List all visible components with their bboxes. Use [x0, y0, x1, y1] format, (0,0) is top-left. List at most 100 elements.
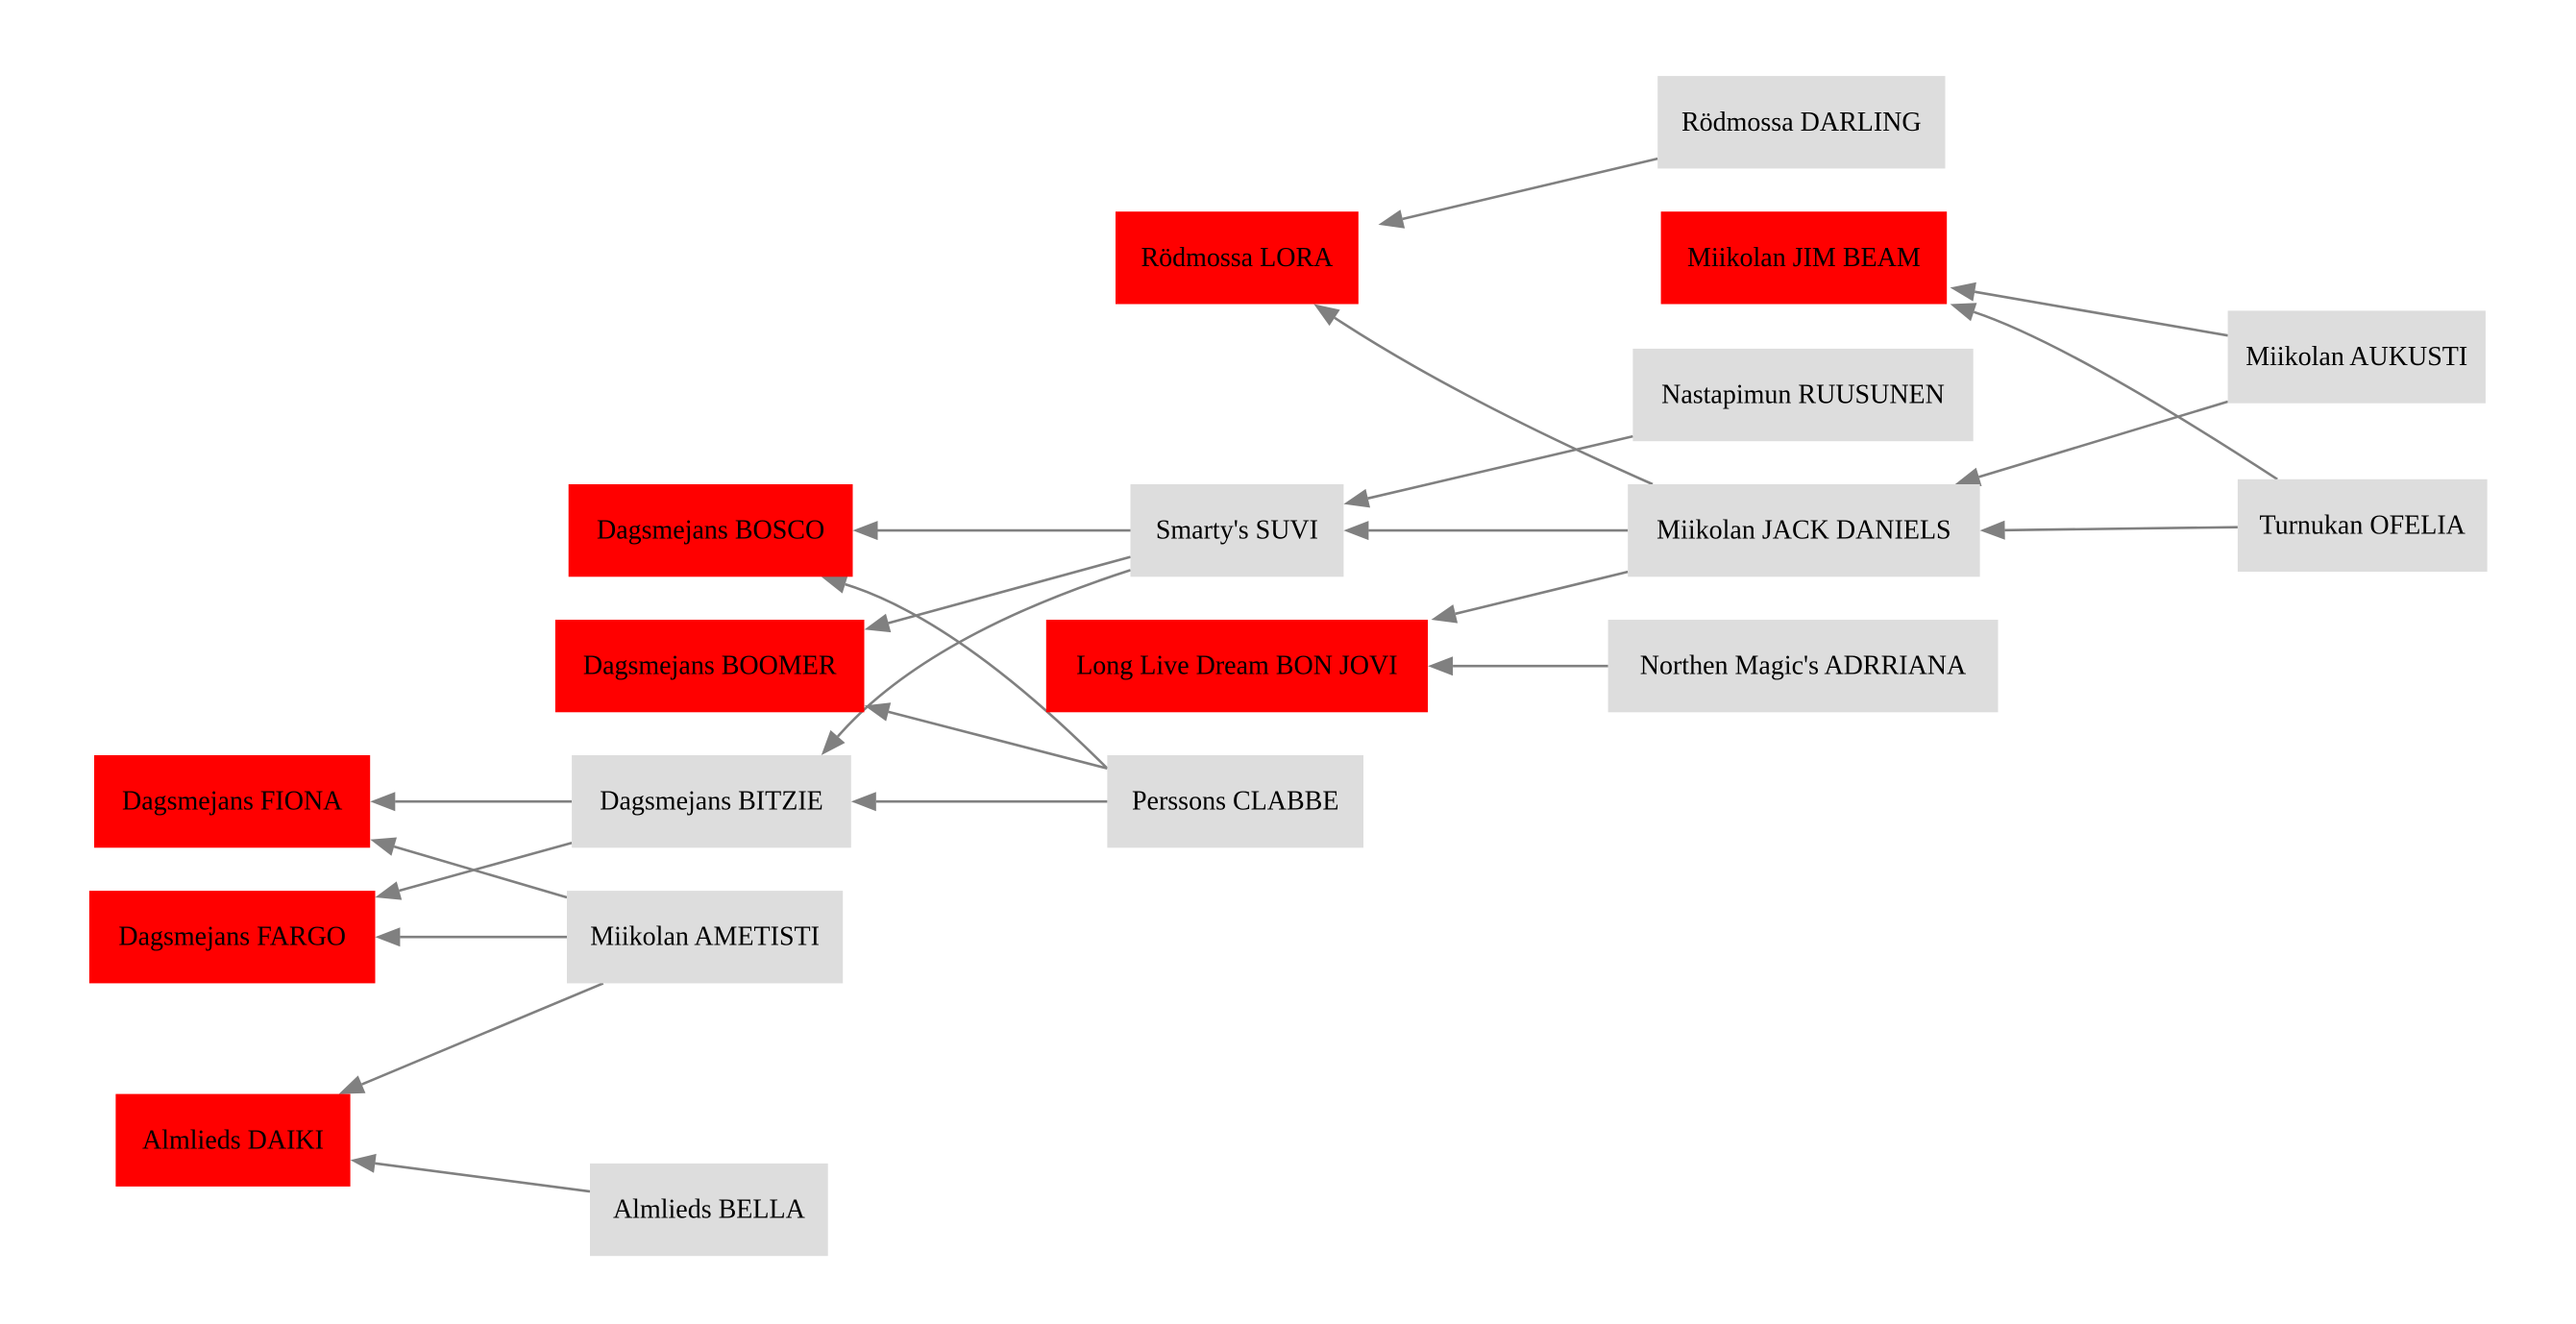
- edge-line: [888, 710, 1108, 771]
- node-miikolan-jim-beam[interactable]: Miikolan JIM BEAM: [1660, 211, 1948, 305]
- edge-almlieds-bella-to-almlieds-daiki: [350, 1153, 591, 1193]
- arrowhead: [370, 792, 396, 812]
- edge-miikolan-ametisti-to-dagsmejans-fargo: [375, 927, 567, 947]
- edge-line: [1402, 157, 1658, 221]
- arrowhead: [1950, 282, 1976, 302]
- node-box[interactable]: [572, 755, 851, 848]
- node-rodmossa-lora[interactable]: Rödmossa LORA: [1116, 211, 1359, 305]
- node-box[interactable]: [88, 891, 376, 984]
- node-label: Rödmossa DARLING: [1681, 108, 1922, 137]
- arrowhead: [375, 927, 401, 947]
- node-label: Almlieds DAIKI: [142, 1125, 324, 1155]
- edge-perssons-clabbe-to-dagsmejans-boomer: [864, 702, 1108, 771]
- node-box[interactable]: [94, 755, 371, 848]
- node-almlieds-bella[interactable]: Almlieds BELLA: [590, 1163, 828, 1257]
- node-northen-magics-adrriana[interactable]: Northen Magic's ADRRIANA: [1607, 620, 1999, 713]
- edge-turnukan-ofelia-to-miikolan-jack-daniels: [1979, 520, 2238, 540]
- node-box[interactable]: [2227, 310, 2486, 404]
- node-dagsmejans-fargo[interactable]: Dagsmejans FARGO: [88, 891, 376, 984]
- node-nastapimun-ruusunen[interactable]: Nastapimun RUUSUNEN: [1632, 348, 1974, 442]
- edge-line: [399, 841, 573, 893]
- node-dagsmejans-fiona[interactable]: Dagsmejans FIONA: [94, 755, 371, 848]
- edge-perssons-clabbe-to-dagsmejans-bosco: [821, 575, 1109, 770]
- node-box[interactable]: [1107, 755, 1363, 848]
- node-box[interactable]: [1632, 348, 1974, 442]
- node-dagsmejans-bitzie[interactable]: Dagsmejans BITZIE: [572, 755, 851, 848]
- node-box[interactable]: [115, 1093, 351, 1187]
- node-label: Miikolan JACK DANIELS: [1656, 516, 1950, 546]
- nodes-layer: Rödmossa DARLING Rödmossa LORA Miikolan JI…: [88, 76, 2488, 1257]
- edge-rodmossa-darling-to-rodmossa-lora: [1378, 157, 1658, 229]
- edge-line: [1974, 290, 2228, 337]
- arrowhead: [1431, 604, 1459, 624]
- edges-layer: [338, 157, 2278, 1193]
- node-label: Miikolan JIM BEAM: [1687, 243, 1921, 273]
- node-box[interactable]: [1628, 484, 1980, 577]
- node-label: Long Live Dream BON JOVI: [1076, 651, 1397, 681]
- edge-line: [1334, 316, 1654, 486]
- node-long-live-dream-bon-jovi[interactable]: Long Live Dream BON JOVI: [1045, 620, 1429, 713]
- edge-line: [888, 555, 1131, 625]
- node-box[interactable]: [567, 891, 844, 984]
- node-box[interactable]: [590, 1163, 828, 1257]
- node-dagsmejans-bosco[interactable]: Dagsmejans BOSCO: [568, 484, 853, 577]
- node-almlieds-daiki[interactable]: Almlieds DAIKI: [115, 1093, 351, 1187]
- node-box[interactable]: [2237, 478, 2488, 573]
- edge-line: [1455, 570, 1629, 616]
- node-label: Dagsmejans FARGO: [118, 922, 346, 952]
- node-box[interactable]: [1660, 211, 1948, 305]
- node-miikolan-ametisti[interactable]: Miikolan AMETISTI: [567, 891, 844, 984]
- edge-dagsmejans-bitzie-to-dagsmejans-fargo: [375, 841, 573, 900]
- arrowhead: [1343, 521, 1369, 541]
- node-miikolan-aukusti[interactable]: Miikolan AUKUSTI: [2227, 310, 2486, 404]
- edge-smartys-suvi-to-dagsmejans-boomer: [864, 555, 1131, 633]
- arrowhead: [1428, 656, 1454, 676]
- node-box[interactable]: [1045, 620, 1429, 713]
- node-label: Miikolan AMETISTI: [590, 922, 820, 952]
- node-perssons-clabbe[interactable]: Perssons CLABBE: [1107, 755, 1363, 848]
- edge-turnukan-ofelia-to-miikolan-jim-beam: [1950, 303, 2278, 480]
- edge-line: [845, 582, 1109, 770]
- node-label: Turnukan OFELIA: [2259, 511, 2466, 541]
- node-label: Dagsmejans BITZIE: [600, 787, 823, 817]
- edge-miikolan-jack-daniels-to-rodmossa-lora: [1313, 304, 1654, 486]
- edge-nastapimun-ruusunen-to-smartys-suvi: [1343, 434, 1633, 508]
- node-label: Northen Magic's ADRRIANA: [1640, 651, 1967, 681]
- edge-line: [375, 1162, 591, 1193]
- node-box[interactable]: [1657, 76, 1946, 169]
- node-label: Perssons CLABBE: [1132, 787, 1338, 817]
- arrowhead: [375, 881, 403, 900]
- edge-perssons-clabbe-to-dagsmejans-bitzie: [850, 792, 1108, 812]
- node-box[interactable]: [1130, 484, 1344, 577]
- node-box[interactable]: [568, 484, 853, 577]
- edge-line: [393, 845, 568, 899]
- node-label: Almlieds BELLA: [613, 1195, 806, 1225]
- edge-miikolan-ametisti-to-dagsmejans-fiona: [370, 837, 568, 899]
- node-rodmossa-darling[interactable]: Rödmossa DARLING: [1657, 76, 1946, 169]
- arrowhead: [1378, 209, 1406, 229]
- arrowhead: [864, 702, 892, 722]
- node-box[interactable]: [1116, 211, 1359, 305]
- node-box[interactable]: [1607, 620, 1999, 713]
- arrowhead: [821, 729, 846, 755]
- arrowhead: [1979, 520, 2005, 540]
- arrowhead: [350, 1153, 377, 1173]
- arrowhead: [1313, 304, 1340, 327]
- node-dagsmejans-boomer[interactable]: Dagsmejans BOOMER: [554, 620, 865, 713]
- node-smartys-suvi[interactable]: Smarty's SUVI: [1130, 484, 1344, 577]
- edge-line: [1978, 400, 2228, 478]
- arrowhead: [850, 792, 876, 812]
- edge-northen-magics-adrriana-to-long-live-dream-bon-jovi: [1428, 656, 1608, 676]
- node-box[interactable]: [554, 620, 865, 713]
- edge-miikolan-ametisti-to-almlieds-daiki: [338, 982, 604, 1094]
- arrowhead: [1950, 303, 1977, 322]
- edge-miikolan-aukusti-to-miikolan-jim-beam: [1950, 282, 2228, 337]
- edge-miikolan-jack-daniels-to-smartys-suvi: [1343, 521, 1629, 541]
- node-turnukan-ofelia[interactable]: Turnukan OFELIA: [2237, 478, 2488, 573]
- node-miikolan-jack-daniels[interactable]: Miikolan JACK DANIELS: [1628, 484, 1980, 577]
- arrowhead: [864, 613, 892, 633]
- arrowhead: [852, 521, 878, 541]
- arrowhead: [1343, 488, 1370, 508]
- edge-miikolan-aukusti-to-miikolan-jack-daniels: [1954, 400, 2228, 486]
